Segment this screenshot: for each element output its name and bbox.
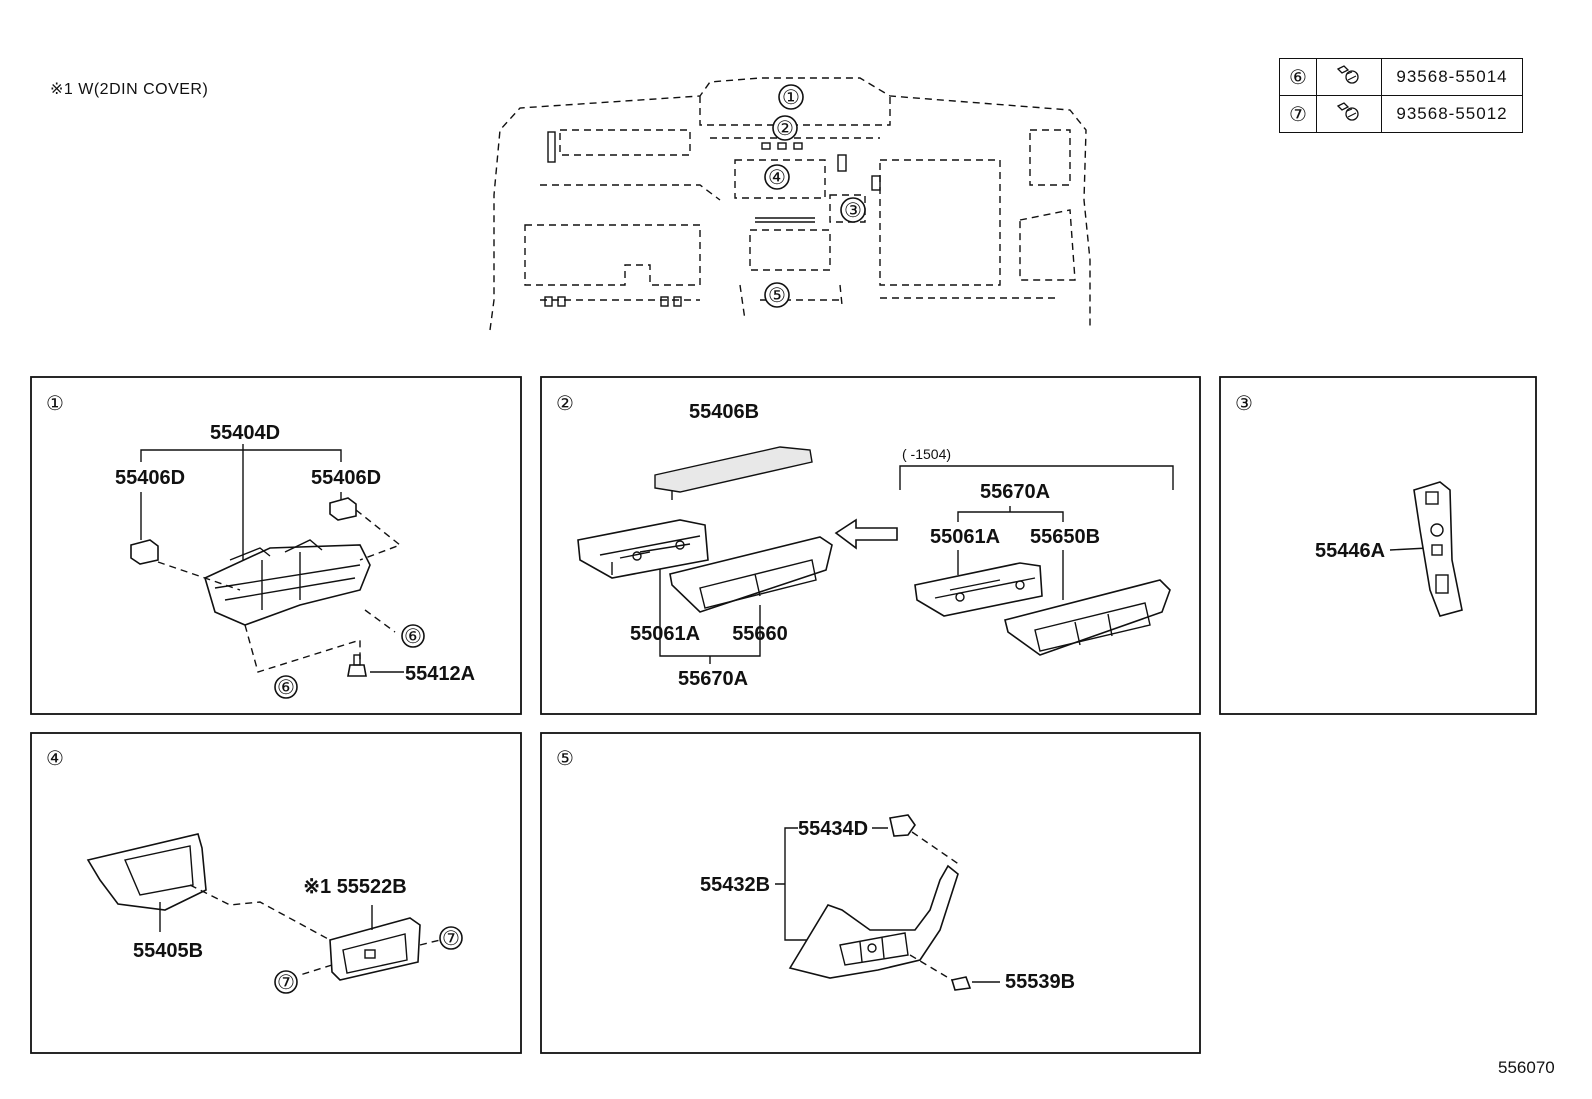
fastener-table: ⑥ 93568-55014 ⑦ 93568-55012 [1279, 58, 1523, 133]
cover-note: ※1 W(2DIN COVER) [50, 81, 209, 98]
cover-55522B [329, 917, 421, 981]
panel-number: ① [46, 393, 64, 415]
fastener-row: ⑦ 93568-55012 [1279, 95, 1523, 133]
diagram-id: 556070 [1498, 1058, 1555, 1077]
clip-55539B [950, 976, 972, 991]
panel-5: ⑤ 55434D 55432B 55539B [540, 732, 1201, 1054]
part-label: 55412A [405, 663, 475, 685]
part-label: 55670A [678, 668, 748, 690]
dashboard-overview: ① ② ③ ④ ⑤ [489, 77, 1091, 331]
range-label: ( -1504) [902, 446, 951, 462]
part-label: 55434D [798, 818, 868, 840]
panel-number: ② [556, 393, 574, 415]
part-label: 55061A [930, 526, 1000, 548]
panel-3: ③ 55446A [1219, 376, 1537, 715]
part-label: 55406D [115, 467, 185, 489]
part-label: 55405B [133, 940, 203, 962]
bolt-55412A [347, 664, 367, 677]
part-label: 55432B [700, 874, 770, 896]
clip-55434D [889, 814, 916, 837]
fastener-callout: ⑥ [404, 626, 422, 648]
fastener-part-number: 93568-55012 [1381, 95, 1523, 133]
overview-callout-2: ② [776, 118, 794, 140]
panel-number: ⑤ [556, 748, 574, 770]
arrow-icon [834, 518, 898, 550]
part-label: 55670A [980, 481, 1050, 503]
part-label: 55061A [630, 623, 700, 645]
panel-55432B [788, 864, 959, 979]
bezel-55660 [669, 536, 833, 613]
part-label: 55406D [311, 467, 381, 489]
panel-number: ③ [1235, 393, 1253, 415]
part-label: 55539B [1005, 971, 1075, 993]
overview-callout-1: ① [782, 87, 800, 109]
fastener-callout: ⑦ [442, 928, 460, 950]
vent-55061A-left [577, 519, 709, 579]
bezel-55405B [86, 833, 207, 911]
overview-callout-3: ③ [844, 200, 862, 222]
fastener-callout: ⑦ [277, 972, 295, 994]
fastener-callout: ⑥ [277, 677, 295, 699]
part-label: 55406B [689, 401, 759, 423]
cover-55406B [654, 446, 813, 493]
bracket-55404D [204, 544, 371, 626]
part-label: 55404D [210, 422, 280, 444]
fastener-part-number: 93568-55014 [1381, 58, 1523, 96]
part-label: 55446A [1315, 540, 1385, 562]
part-label: 55650B [1030, 526, 1100, 548]
screw-icon [1316, 58, 1382, 96]
panel-1: ① 55404D 55406D 55406D 55412A ⑥ ⑥ [30, 376, 522, 715]
overview-callout-4: ④ [768, 167, 786, 189]
panel-2: ② 55406B ( -1504) 55670A 55061A 55650B 5… [540, 376, 1201, 715]
panel-number: ④ [46, 748, 64, 770]
fastener-row: ⑥ 93568-55014 [1279, 58, 1523, 96]
overview-callout-5: ⑤ [768, 285, 786, 307]
part-label: ※1 55522B [303, 876, 407, 898]
clip-55406D-left [130, 539, 159, 565]
switch-panel-55446A [1413, 481, 1463, 617]
clip-55406D-right [329, 497, 357, 521]
panel-4: ④ 55405B ※1 55522B ⑦ ⑦ [30, 732, 522, 1054]
